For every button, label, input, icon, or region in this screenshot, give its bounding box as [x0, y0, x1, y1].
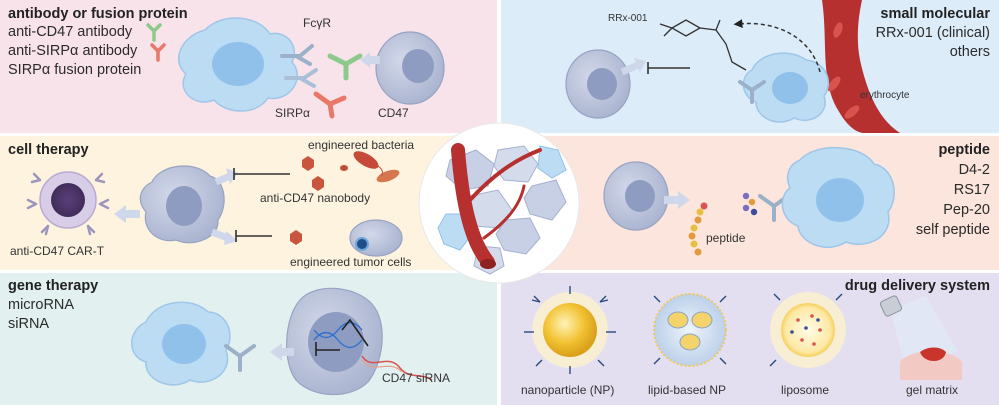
- lipid-np-label: lipid-based NP: [648, 383, 727, 397]
- peptide-label: peptide: [706, 231, 746, 245]
- peptide-tumor-cell: [603, 161, 669, 231]
- legend-red-antibody-icon: [150, 43, 166, 62]
- np-label: nanoparticle (NP): [521, 383, 615, 397]
- small-molecular-item-2: others: [949, 44, 990, 60]
- antibody-item-2: anti-SIRPα antibody: [8, 43, 138, 59]
- erythrocyte-vessel: [822, 0, 900, 133]
- gene-therapy-item-2: siRNA: [8, 316, 50, 332]
- inhibit-symbol-nanobody: [233, 168, 290, 180]
- antibody-panel-title: antibody or fusion protein: [8, 6, 188, 22]
- drug-delivery-panel-title: drug delivery system: [844, 278, 990, 294]
- nanobody-particles: [290, 156, 324, 245]
- liposome-label: liposome: [781, 383, 830, 397]
- cart-label: anti-CD47 CAR-T: [10, 244, 105, 258]
- gene-therapy-panel-title: gene therapy: [8, 278, 99, 294]
- peptide-item-2: RS17: [953, 182, 990, 198]
- gene-macrophage: [131, 301, 231, 386]
- engineered-tumor-label: engineered tumor cells: [290, 255, 412, 269]
- fcgr-label: FcγR: [303, 16, 331, 30]
- vessel-end: [480, 259, 496, 269]
- sirna-strand-2: [361, 359, 403, 373]
- small-molecular-tumor-arrow: [620, 60, 642, 76]
- cart-cell: [26, 171, 110, 236]
- dna-helix: [313, 321, 363, 349]
- gel-matrix: [879, 295, 962, 380]
- sirna-strand: [361, 355, 433, 381]
- panel-gene-therapy-bg: [0, 273, 497, 405]
- sirpa-receptor: [280, 44, 314, 66]
- antibody-macrophage: [177, 17, 298, 112]
- antibody-item-1: anti-CD47 antibody: [8, 24, 133, 40]
- tumor-arrow-up: [214, 172, 232, 186]
- gene-inhibit: [315, 318, 369, 356]
- nanobody-label: anti-CD47 nanobody: [260, 191, 371, 205]
- legend-green-antibody-icon: [146, 23, 162, 42]
- peptide-bound: [742, 192, 758, 216]
- small-molecular-macrophage: [742, 52, 829, 123]
- cell-therapy-tumor-cell: [139, 165, 225, 244]
- inhibit-symbol-small: [647, 62, 690, 74]
- peptide-macrophage: [781, 147, 895, 248]
- peptide-item-4: self peptide: [915, 222, 990, 238]
- cd47-label: CD47: [378, 106, 409, 120]
- liposome: [769, 292, 846, 368]
- engineered-bacteria: [340, 151, 400, 183]
- rrx-001-structure: [659, 19, 747, 71]
- tumor-vessel: [451, 143, 542, 269]
- cell-therapy-panel-title: cell therapy: [8, 142, 89, 158]
- sirpa-label: SIRPα: [275, 106, 310, 120]
- gene-tumor-cell: [286, 287, 383, 396]
- dashed-arrow-small: [733, 19, 821, 73]
- fcgr-receptor: [284, 68, 318, 88]
- bacteria-label: engineered bacteria: [308, 138, 415, 152]
- gene-sirpa-icon: [224, 344, 256, 372]
- gene-therapy-item-1: microRNA: [8, 297, 75, 313]
- lipid-nanoparticle: [653, 293, 727, 367]
- anti-sirpa-antibody: [313, 91, 347, 119]
- sirpa-small-icon: [738, 80, 766, 104]
- small-molecular-item-1: RRx-001 (clinical): [875, 25, 990, 41]
- peptide-panel-title: peptide: [938, 142, 990, 158]
- inhibit-symbol-tumor: [235, 230, 272, 242]
- cd47-antibody-bound: [327, 53, 363, 81]
- antibody-item-3: SIRPα fusion protein: [8, 62, 142, 78]
- small-molecular-panel-title: small molecular: [880, 6, 990, 22]
- rrx001-label: RRx-001: [608, 13, 648, 24]
- peptide-item-3: Pep-20: [943, 202, 990, 218]
- peptide-chain: [688, 202, 708, 256]
- peptide-item-1: D4-2: [958, 162, 990, 178]
- antibody-tumor-cell: [375, 31, 445, 105]
- sirna-label: CD47 siRNA: [382, 371, 451, 385]
- nanoparticle: [524, 286, 616, 374]
- erythrocyte-label: erythrocyte: [860, 90, 910, 101]
- engineered-tumor-cell: [349, 219, 403, 257]
- gel-matrix-label: gel matrix: [906, 383, 959, 397]
- small-molecular-tumor-cell: [565, 49, 631, 119]
